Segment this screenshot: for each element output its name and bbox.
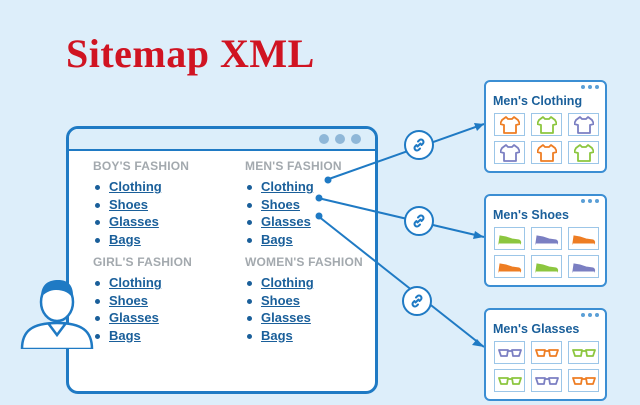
tshirt-icon (536, 143, 557, 162)
glasses-icon (497, 347, 522, 359)
product-thumbnail[interactable] (531, 341, 562, 364)
arrowhead-icon (473, 231, 484, 239)
link-icon (404, 130, 434, 160)
link-girls-shoes[interactable]: Shoes (93, 292, 192, 310)
product-thumbnail[interactable] (494, 141, 525, 164)
product-thumbnail[interactable] (494, 255, 525, 278)
product-thumbnail[interactable] (568, 341, 599, 364)
link-mens-shoes[interactable]: Shoes (245, 196, 342, 214)
glasses-icon (534, 347, 559, 359)
link-girls-bags[interactable]: Bags (93, 327, 192, 345)
category-heading: BOY'S FASHION (93, 159, 190, 173)
link-icon (402, 286, 432, 316)
link-icon (404, 206, 434, 236)
link-girls-glasses[interactable]: Glasses (93, 309, 192, 327)
link-boys-bags[interactable]: Bags (93, 231, 189, 249)
link-girls-clothing[interactable]: Clothing (93, 274, 192, 292)
category-heading: MEN'S FASHION (245, 159, 342, 173)
link-mens-bags[interactable]: Bags (245, 231, 342, 249)
page-title-mens-glasses: Men's Glasses (493, 322, 580, 336)
tshirt-icon (573, 143, 594, 162)
link-womens-bags[interactable]: Bags (245, 327, 363, 345)
product-thumbnail[interactable] (568, 113, 599, 136)
sneaker-icon (535, 232, 559, 246)
page-mens-shoes: Men's Shoes (484, 194, 607, 287)
connector-glasses (317, 215, 485, 348)
window-dot-icon (335, 134, 345, 144)
link-mens-glasses[interactable]: Glasses (245, 213, 342, 231)
product-thumbnail[interactable] (531, 113, 562, 136)
link-boys-clothing[interactable]: Clothing (93, 178, 189, 196)
page-title: Sitemap XML (66, 31, 315, 76)
tshirt-icon (536, 115, 557, 134)
page-mens-clothing: Men's Clothing (484, 80, 607, 173)
column-boys-fashion: BOY'S FASHION Clothing Shoes Glasses Bag… (93, 159, 189, 248)
product-thumbnail[interactable] (494, 113, 525, 136)
product-thumbnail[interactable] (494, 369, 525, 392)
link-boys-glasses[interactable]: Glasses (93, 213, 189, 231)
product-thumbnail[interactable] (531, 227, 562, 250)
sneaker-icon (572, 232, 596, 246)
glasses-icon (571, 347, 596, 359)
connector-dot-icon (315, 194, 323, 202)
product-thumbnail[interactable] (568, 227, 599, 250)
link-womens-clothing[interactable]: Clothing (245, 274, 363, 292)
sitemap-browser-window: BOY'S FASHION Clothing Shoes Glasses Bag… (66, 126, 378, 394)
tshirt-icon (499, 115, 520, 134)
window-dot-icon (351, 134, 361, 144)
column-girls-fashion: GIRL'S FASHION Clothing Shoes Glasses Ba… (93, 255, 192, 344)
product-grid (486, 222, 605, 285)
link-boys-shoes[interactable]: Shoes (93, 196, 189, 214)
column-womens-fashion: WOMEN'S FASHION Clothing Shoes Glasses B… (245, 255, 363, 344)
product-thumbnail[interactable] (568, 141, 599, 164)
product-thumbnail[interactable] (568, 255, 599, 278)
category-heading: WOMEN'S FASHION (245, 255, 363, 269)
browser-title-bar (69, 129, 375, 151)
arrowhead-icon (474, 123, 484, 131)
link-womens-glasses[interactable]: Glasses (245, 309, 363, 327)
glasses-icon (571, 375, 596, 387)
product-grid (486, 108, 605, 171)
sneaker-icon (572, 260, 596, 274)
tshirt-icon (499, 143, 520, 162)
link-mens-clothing[interactable]: Clothing (245, 178, 342, 196)
connector-shoes (317, 197, 485, 238)
page-mens-glasses: Men's Glasses (484, 308, 607, 401)
product-thumbnail[interactable] (568, 369, 599, 392)
sneaker-icon (535, 260, 559, 274)
user-avatar-icon (18, 275, 96, 354)
glasses-icon (534, 375, 559, 387)
product-thumbnail[interactable] (494, 227, 525, 250)
sneaker-icon (498, 260, 522, 274)
category-heading: GIRL'S FASHION (93, 255, 192, 269)
product-thumbnail[interactable] (531, 369, 562, 392)
page-title-mens-shoes: Men's Shoes (493, 208, 569, 222)
connector-dot-icon (324, 176, 332, 184)
link-womens-shoes[interactable]: Shoes (245, 292, 363, 310)
arrowhead-icon (472, 339, 484, 347)
product-thumbnail[interactable] (494, 341, 525, 364)
product-thumbnail[interactable] (531, 255, 562, 278)
tshirt-icon (573, 115, 594, 134)
connector-dot-icon (315, 212, 323, 220)
product-grid (486, 336, 605, 399)
window-dot-icon (319, 134, 329, 144)
product-thumbnail[interactable] (531, 141, 562, 164)
glasses-icon (497, 375, 522, 387)
column-mens-fashion: MEN'S FASHION Clothing Shoes Glasses Bag… (245, 159, 342, 248)
page-title-mens-clothing: Men's Clothing (493, 94, 583, 108)
sneaker-icon (498, 232, 522, 246)
